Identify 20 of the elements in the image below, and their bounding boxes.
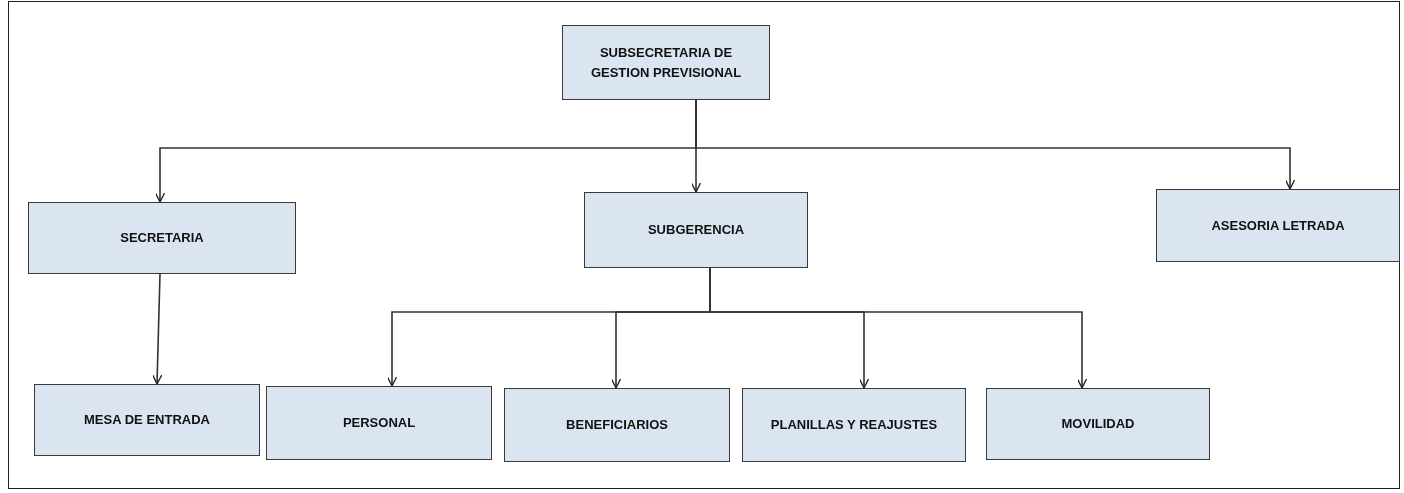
- unit-name: SECRETARIA: [119, 229, 205, 248]
- connector-arrow: [152, 273, 163, 385]
- org-box: [1156, 189, 1400, 262]
- unit-name: PLANILLAS Y REAJUSTES: [769, 416, 939, 435]
- org-box: [34, 384, 260, 456]
- org-box: [504, 388, 730, 462]
- org-box: [986, 388, 1210, 460]
- unit-name: MOVILIDAD: [1060, 415, 1136, 434]
- org-box: [584, 192, 808, 268]
- unit-name: SUBGERENCIA: [646, 221, 746, 240]
- unit-name: MESA DE ENTRADA: [83, 411, 211, 430]
- unit-name: ASESORIA LETRADA: [1210, 216, 1346, 235]
- connector-arrow: [695, 99, 1296, 190]
- org-box: [28, 202, 296, 274]
- unit-name: SUBSECRETARIA DE GESTION PREVISIONAL: [589, 44, 743, 82]
- org-box: [562, 25, 770, 100]
- org-box: [742, 388, 966, 462]
- org-box: [266, 386, 492, 460]
- unit-name: PERSONAL: [341, 414, 417, 433]
- unit-name: BENEFICIARIOS: [565, 416, 669, 435]
